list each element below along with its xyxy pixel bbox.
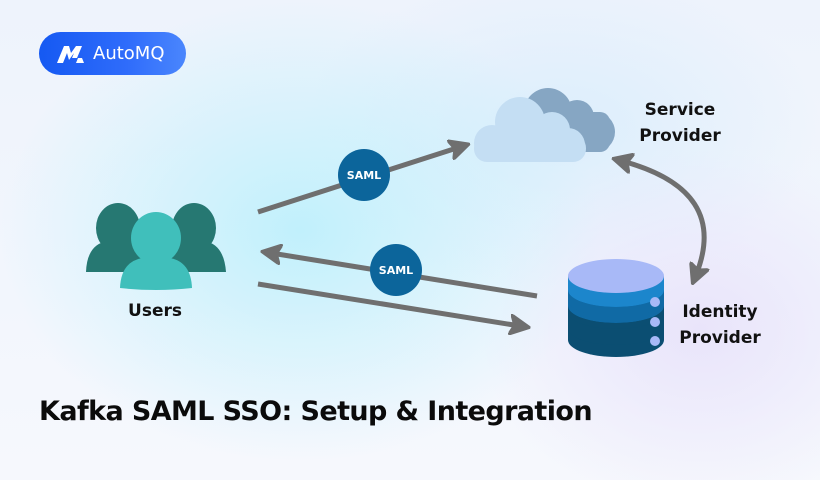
identity-provider-label-line1: Identity [682, 302, 758, 322]
service-provider-label-line1: Service [644, 100, 716, 120]
saml-badge-label: SAML [347, 169, 381, 182]
arrow-users-to-identity-provider [257, 281, 520, 326]
arrow-service-identity-bidirectional [622, 161, 704, 275]
db-indicator-dot [650, 297, 660, 307]
cloud-icon [474, 88, 615, 162]
saml-badge: SAML [370, 244, 422, 296]
service-provider-label-line2: Provider [639, 126, 721, 146]
saml-badge: SAML [338, 149, 390, 201]
brand-name: AutoMQ [93, 43, 165, 64]
automq-m-logo-icon [57, 45, 84, 63]
db-indicator-dot [650, 317, 660, 327]
identity-provider-label: Identity Provider [670, 299, 770, 351]
identity-provider-label-line2: Provider [679, 328, 761, 348]
users-group-icon [86, 203, 226, 290]
automq-logo-pill[interactable]: AutoMQ [39, 32, 186, 75]
saml-badge-label: SAML [379, 264, 413, 277]
database-icon [568, 259, 664, 357]
service-provider-label: Service Provider [630, 97, 730, 149]
page-title: Kafka SAML SSO: Setup & Integration [39, 396, 593, 427]
users-label: Users [128, 301, 182, 321]
db-indicator-dot [650, 336, 660, 346]
